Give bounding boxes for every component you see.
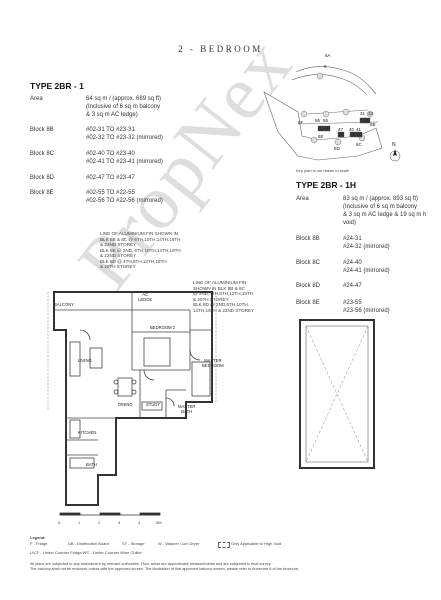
- legend-distribution-board: DB - Distribution Board: [68, 541, 109, 546]
- svg-text:N: N: [392, 142, 396, 148]
- key-plan: 6A 6 8F 56 55 8E 8D 47 40 41 8C 31 32 8B…: [263, 53, 401, 162]
- room-bedroom-2: BEDROOM 2: [150, 325, 176, 330]
- type1-block-8d-units: #02-47 TO #23-47: [86, 175, 135, 181]
- legend-washer: W - Washer Cum Dryer: [158, 541, 200, 546]
- room-kitchen: KITCHEN: [78, 430, 97, 435]
- type1-block-8c-units: #02-40 TO #23-40 #02-41 TO #23-41 (mirro…: [86, 151, 163, 165]
- room-living: LIVING: [78, 358, 92, 363]
- type1-block-8b-label: Block 8B: [30, 127, 54, 133]
- key-plan-caption: Key plan is not drawn to scale: [296, 168, 350, 173]
- svg-text:55: 55: [323, 118, 329, 123]
- room-ac-ledge: AC LEDGE: [138, 292, 153, 302]
- svg-text:8C: 8C: [356, 142, 363, 147]
- room-bath: BATH: [86, 462, 97, 467]
- page-title: 2 - BEDROOM: [178, 44, 263, 54]
- svg-text:6A: 6A: [325, 53, 331, 58]
- type2-block-8b-units: #24-31 #24-32 (mirrored): [343, 236, 390, 250]
- svg-text:41: 41: [356, 127, 362, 132]
- type1-block-8b-units: #02-31 TO #23-31 #02-32 TO #23-32 (mirro…: [86, 127, 163, 141]
- room-study: STUDY: [146, 402, 161, 407]
- type1-area-value: 64 sq m / (approx. 689 sq ft) (Inclusive…: [86, 96, 162, 118]
- svg-text:56: 56: [315, 118, 321, 123]
- svg-text:6: 6: [324, 64, 327, 69]
- type1-block-8c-label: Block 8C: [30, 151, 55, 157]
- scale-tick-2: 2: [98, 520, 101, 525]
- svg-text:40: 40: [349, 127, 355, 132]
- room-master-bedroom: MASTER BEDROOM: [202, 358, 224, 368]
- type2-area-value: 83 sq m / (approx. 893 sq ft) (Inclusive…: [343, 196, 427, 226]
- room-master-bath: MASTER BATH: [178, 404, 196, 414]
- legend-void-swatch: [218, 542, 230, 548]
- room-dining: DINING: [118, 402, 133, 407]
- scale-tick-5: 5M: [156, 520, 162, 525]
- type2-block-8d-label: Block 8D: [296, 283, 321, 289]
- scale-tick-1: 1: [78, 520, 81, 525]
- disclaimer: All plans are subjected to any amendment…: [30, 562, 300, 571]
- floor-plan-2br-1h-void: [299, 319, 375, 469]
- legend-storage: ST - Storage: [122, 541, 145, 546]
- svg-text:31: 31: [360, 111, 366, 116]
- svg-text:8B: 8B: [370, 122, 376, 127]
- type2-block-8c-label: Block 8C: [296, 260, 321, 266]
- svg-text:8D: 8D: [334, 146, 341, 151]
- type2-block-8c-units: #24-40 #24-41 (mirrored): [343, 260, 390, 274]
- svg-text:32: 32: [368, 111, 374, 116]
- scale-tick-0: 0: [58, 520, 61, 525]
- type2-area-label: Area: [296, 196, 309, 202]
- type1-heading: TYPE 2BR - 1: [30, 81, 84, 91]
- type1-block-8e-units: #02-55 TO #22-55 #02-56 TO #22-56 (mirro…: [86, 190, 163, 204]
- floor-plan-2br-1: [47, 291, 217, 516]
- type2-block-8d-units: #24-47: [343, 283, 362, 289]
- legend-high-void: Only Applicable to High Void: [231, 541, 282, 546]
- legend-heading: Legend:: [30, 535, 46, 540]
- type1-block-8d-label: Block 8D: [30, 175, 55, 181]
- svg-text:8F: 8F: [298, 120, 304, 125]
- type2-block-8e-label: Block 8E: [296, 300, 320, 306]
- type2-block-8b-label: Block 8B: [296, 236, 320, 242]
- type1-block-8e-label: Block 8E: [30, 190, 54, 196]
- type1-area-label: Area: [30, 96, 43, 102]
- room-balcony: BALCONY: [54, 302, 75, 307]
- svg-text:47: 47: [338, 127, 344, 132]
- svg-text:8E: 8E: [318, 134, 324, 139]
- scale-tick-3: 3: [118, 520, 121, 525]
- legend-line-2: U/CF - Under Counter Fridge WC - Under C…: [30, 550, 142, 555]
- type2-block-8e-units: #23-55 #23-56 (mirrored): [343, 300, 390, 314]
- legend-fridge: F - Fridge: [30, 541, 48, 546]
- type2-heading: TYPE 2BR - 1H: [296, 180, 356, 190]
- scale-tick-4: 4: [138, 520, 141, 525]
